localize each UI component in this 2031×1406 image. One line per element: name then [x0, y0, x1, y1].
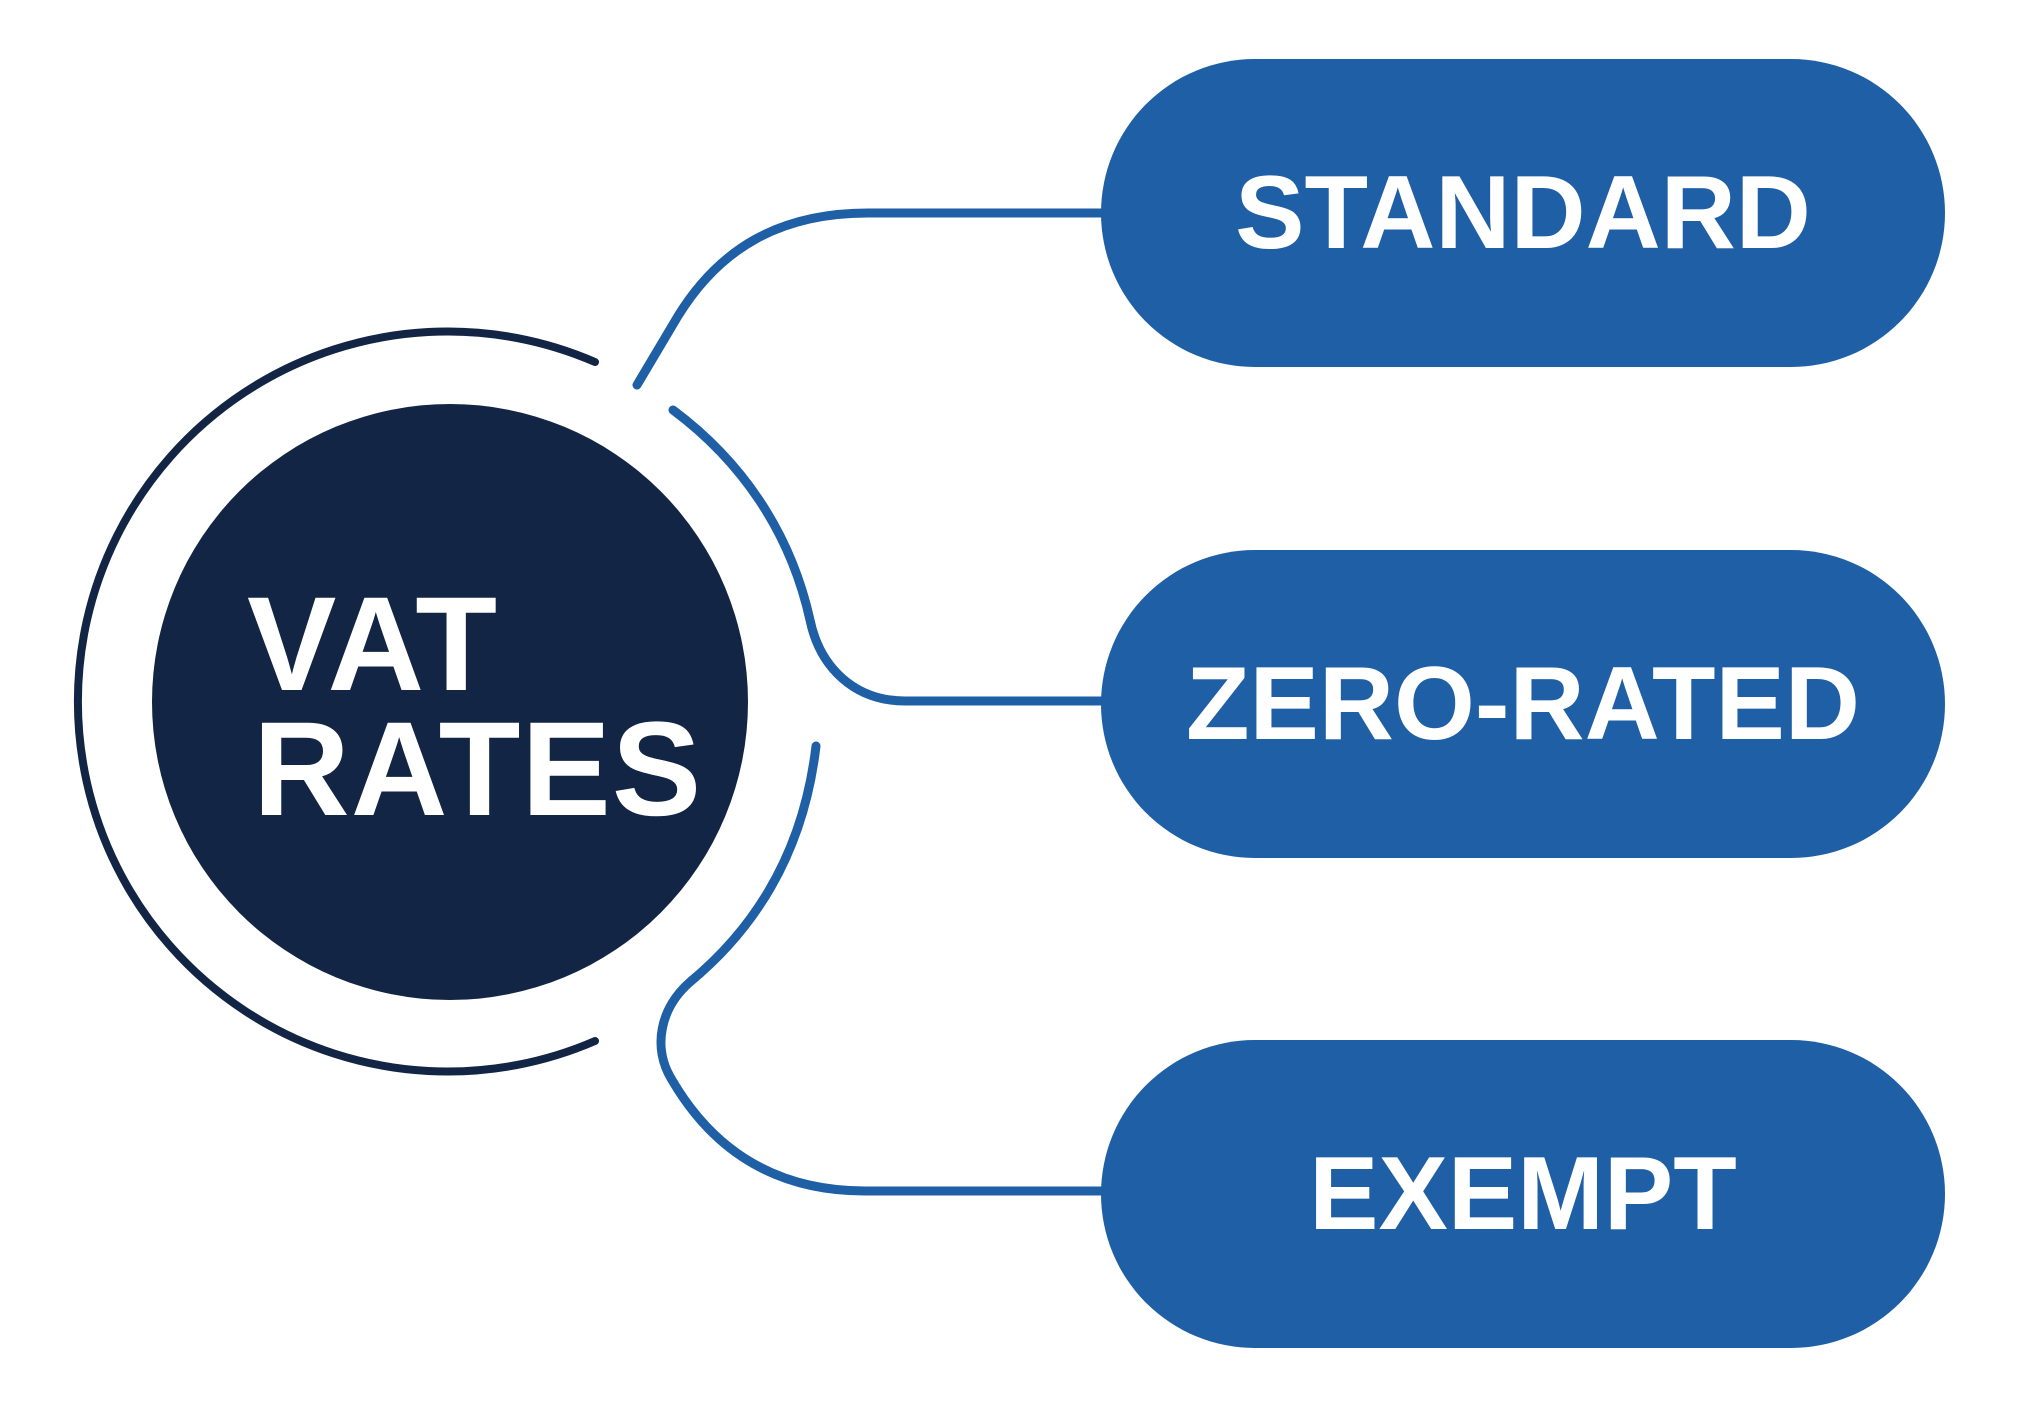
- hub-outer-ring-arc: [73, 327, 599, 1076]
- branch-standard-label: STANDARD: [1235, 155, 1811, 271]
- hub-circle: VAT RATES: [152, 404, 748, 1000]
- branch-exempt: EXEMPT: [1101, 1040, 1945, 1348]
- connector-exempt: [656, 741, 1110, 1196]
- connector-zero-rated: [668, 405, 1110, 706]
- hub-title-line2: RATES: [253, 695, 703, 844]
- branch-exempt-label: EXEMPT: [1309, 1136, 1737, 1252]
- branch-standard: STANDARD: [1101, 59, 1945, 367]
- hub-title-line1: VAT: [247, 570, 499, 719]
- branch-zero-rated: ZERO-RATED: [1101, 550, 1945, 858]
- branch-zero-rated-label: ZERO-RATED: [1185, 646, 1861, 762]
- connector-standard: [632, 208, 1110, 390]
